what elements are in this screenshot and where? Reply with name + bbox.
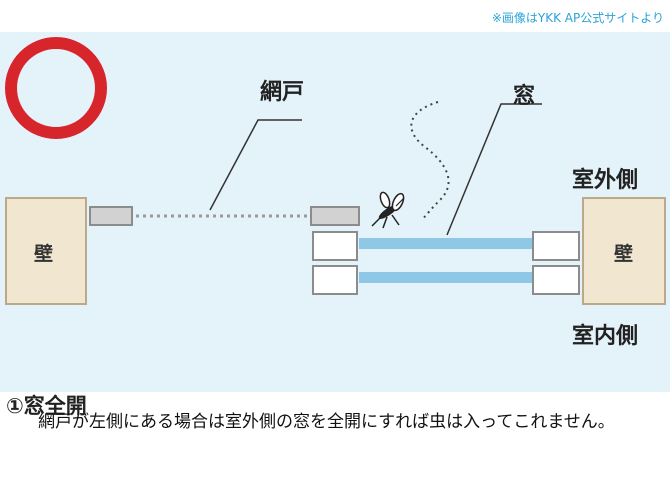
window-sash-inner-left	[312, 265, 358, 295]
window-leader-line	[446, 103, 542, 236]
window-sash-outer-right	[532, 231, 580, 261]
diagram-panel: 網戸 窓 室外側 室内側 壁 壁 ①窓全開	[0, 32, 670, 418]
insect-flight-path	[410, 101, 450, 221]
screen-frame-left	[89, 206, 133, 226]
diagram-svg	[5, 37, 666, 305]
right-wall	[582, 197, 666, 305]
window-sash-inner-right	[532, 265, 580, 295]
window-sash-outer-left	[312, 231, 358, 261]
screen-leader-line	[209, 119, 302, 211]
ok-circle-icon	[5, 37, 107, 139]
window-glass-inner	[359, 272, 532, 283]
label-screen: 網戸	[260, 80, 305, 105]
credit-text: ※画像はYKK AP公式サイトより	[491, 11, 664, 25]
diagram-caption: ①窓全開	[6, 394, 87, 418]
window-glass-outer	[359, 238, 532, 249]
label-wall-left: 壁	[34, 243, 54, 265]
label-indoor-side: 室内側	[572, 324, 639, 349]
left-wall	[5, 197, 87, 305]
label-window: 窓	[513, 84, 536, 109]
label-outdoor-side: 室外側	[572, 168, 639, 193]
label-wall-right: 壁	[614, 243, 634, 265]
screen-frame-right	[310, 206, 360, 226]
description-text: 網戸が左側にある場合は室外側の窓を全開にすれば虫は入ってこれません。	[38, 412, 615, 432]
mosquito-icon	[371, 191, 405, 229]
